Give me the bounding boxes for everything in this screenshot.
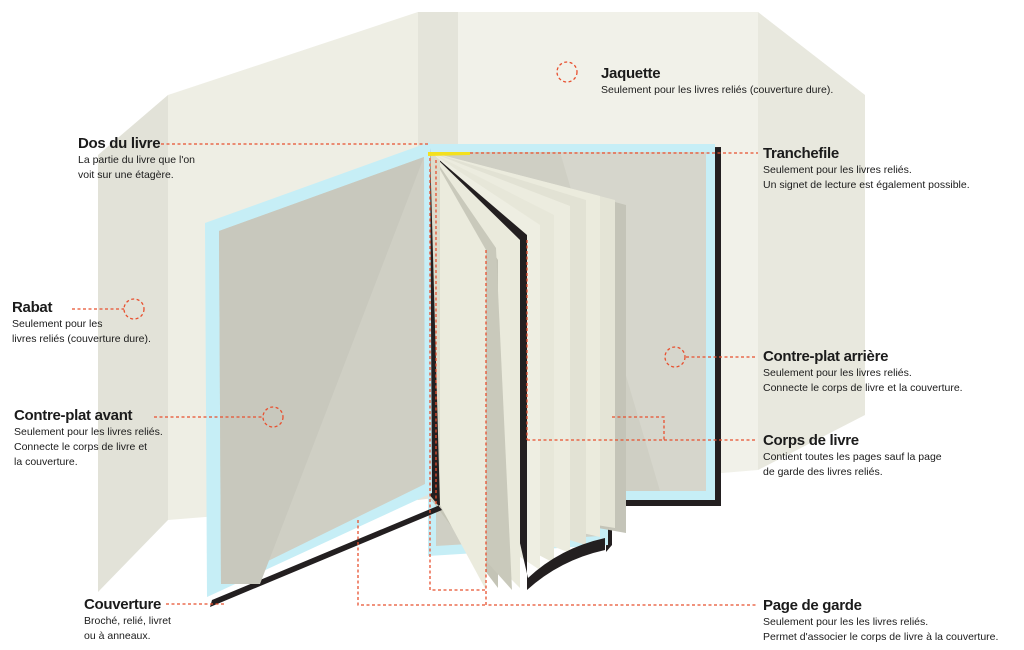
- book-block: [430, 152, 626, 590]
- first-page: [430, 152, 486, 590]
- front-cover: [205, 142, 442, 607]
- couverture-desc-2: ou à anneaux.: [84, 630, 151, 642]
- corps-title: Corps de livre: [763, 432, 859, 449]
- rabat-title: Rabat: [12, 299, 53, 316]
- dos-title: Dos du livre: [78, 135, 161, 152]
- corps-desc-2: de garde des livres reliés.: [763, 466, 883, 478]
- page-garde-title: Page de garde: [763, 597, 862, 614]
- callout-circles: [123, 61, 686, 428]
- label-couverture: Couverture Broché, relié, livret ou à an…: [84, 596, 171, 644]
- rabat-desc-1: Seulement pour les: [12, 318, 103, 330]
- headband: [428, 152, 470, 156]
- jacket-flap: [98, 95, 168, 592]
- label-tranchefile: Tranchefile Seulement pour les livres re…: [763, 145, 970, 193]
- contre-plat-arriere-desc-2: Connecte le corps de livre et la couvert…: [763, 382, 963, 394]
- label-rabat: Rabat Seulement pour les livres reliés (…: [12, 299, 151, 347]
- jaquette-desc-1: Seulement pour les livres reliés (couver…: [601, 84, 834, 96]
- tranchefile-desc-2: Un signet de lecture est également possi…: [763, 179, 970, 191]
- contre-plat-avant-desc-1: Seulement pour les livres reliés.: [14, 426, 163, 438]
- leader-lines: [72, 143, 758, 606]
- label-contre-plat-avant: Contre-plat avant Seulement pour les liv…: [14, 407, 163, 470]
- label-contre-plat-arriere: Contre-plat arrière Seulement pour les l…: [763, 348, 963, 396]
- couverture-title: Couverture: [84, 596, 162, 613]
- contre-plat-arriere-desc-1: Seulement pour les livres reliés.: [763, 367, 912, 379]
- contre-plat-arriere-title: Contre-plat arrière: [763, 348, 889, 365]
- label-jaquette: Jaquette Seulement pour les livres relié…: [601, 65, 833, 98]
- jaquette-title: Jaquette: [601, 65, 661, 82]
- tranchefile-title: Tranchefile: [763, 145, 839, 162]
- corps-desc-1: Contient toutes les pages sauf la page: [763, 451, 942, 463]
- contre-plat-avant-desc-2: Connecte le corps de livre et: [14, 441, 148, 453]
- label-dos: Dos du livre La partie du livre que l'on…: [78, 135, 195, 183]
- contre-plat-avant-title: Contre-plat avant: [14, 407, 133, 424]
- couverture-desc-1: Broché, relié, livret: [84, 615, 171, 627]
- rabat-desc-2: livres reliés (couverture dure).: [12, 333, 151, 345]
- tranchefile-desc-1: Seulement pour les livres reliés.: [763, 164, 912, 176]
- page-garde-desc-2: Permet d'associer le corps de livre à la…: [763, 631, 999, 643]
- page-garde-desc-1: Seulement pour les les livres reliés.: [763, 616, 929, 628]
- contre-plat-avant-desc-3: la couverture.: [14, 456, 78, 468]
- dos-desc-2: voit sur une étagère.: [78, 169, 174, 181]
- dos-desc-1: La partie du livre que l'on: [78, 154, 195, 166]
- label-corps: Corps de livre Contient toutes les pages…: [763, 432, 942, 480]
- label-page-garde: Page de garde Seulement pour les les liv…: [763, 597, 998, 645]
